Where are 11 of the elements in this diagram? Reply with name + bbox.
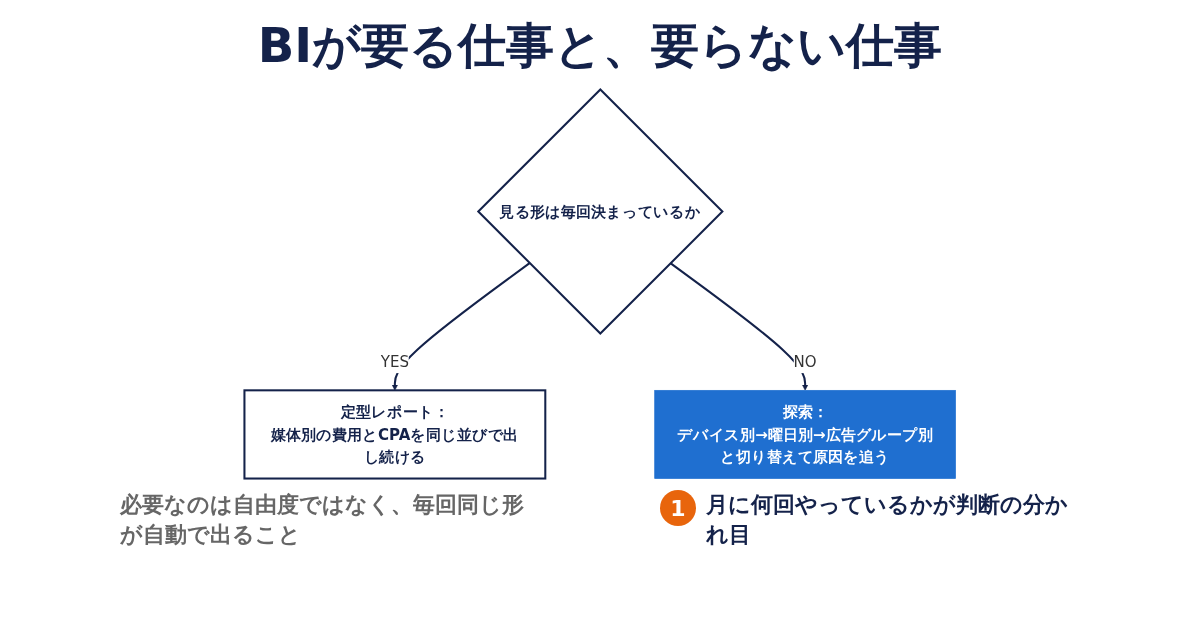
node-diamond: 見る形は毎回決まっているか: [476, 88, 724, 335]
edge-label: NO: [793, 353, 817, 371]
note-text: 必要なのは自由度ではなく、毎回同じ形が自動で出ること: [120, 491, 525, 549]
node-box: 定型レポート： 媒体別の費用とCPAを同じ並びで出し続ける: [243, 389, 547, 480]
note-text: 月に何回やっているかが判断の分かれ目: [706, 491, 1069, 549]
edge-label: YES: [380, 353, 409, 371]
arrow: [669, 262, 809, 391]
node-box: 探索： デバイス別→曜日別→広告グループ別と切り替えて原因を追う: [654, 390, 956, 479]
diagram-title: BIが要る仕事と、要らない仕事: [256, 16, 944, 75]
number-badge: 1: [660, 490, 696, 526]
arrow: [391, 262, 531, 391]
